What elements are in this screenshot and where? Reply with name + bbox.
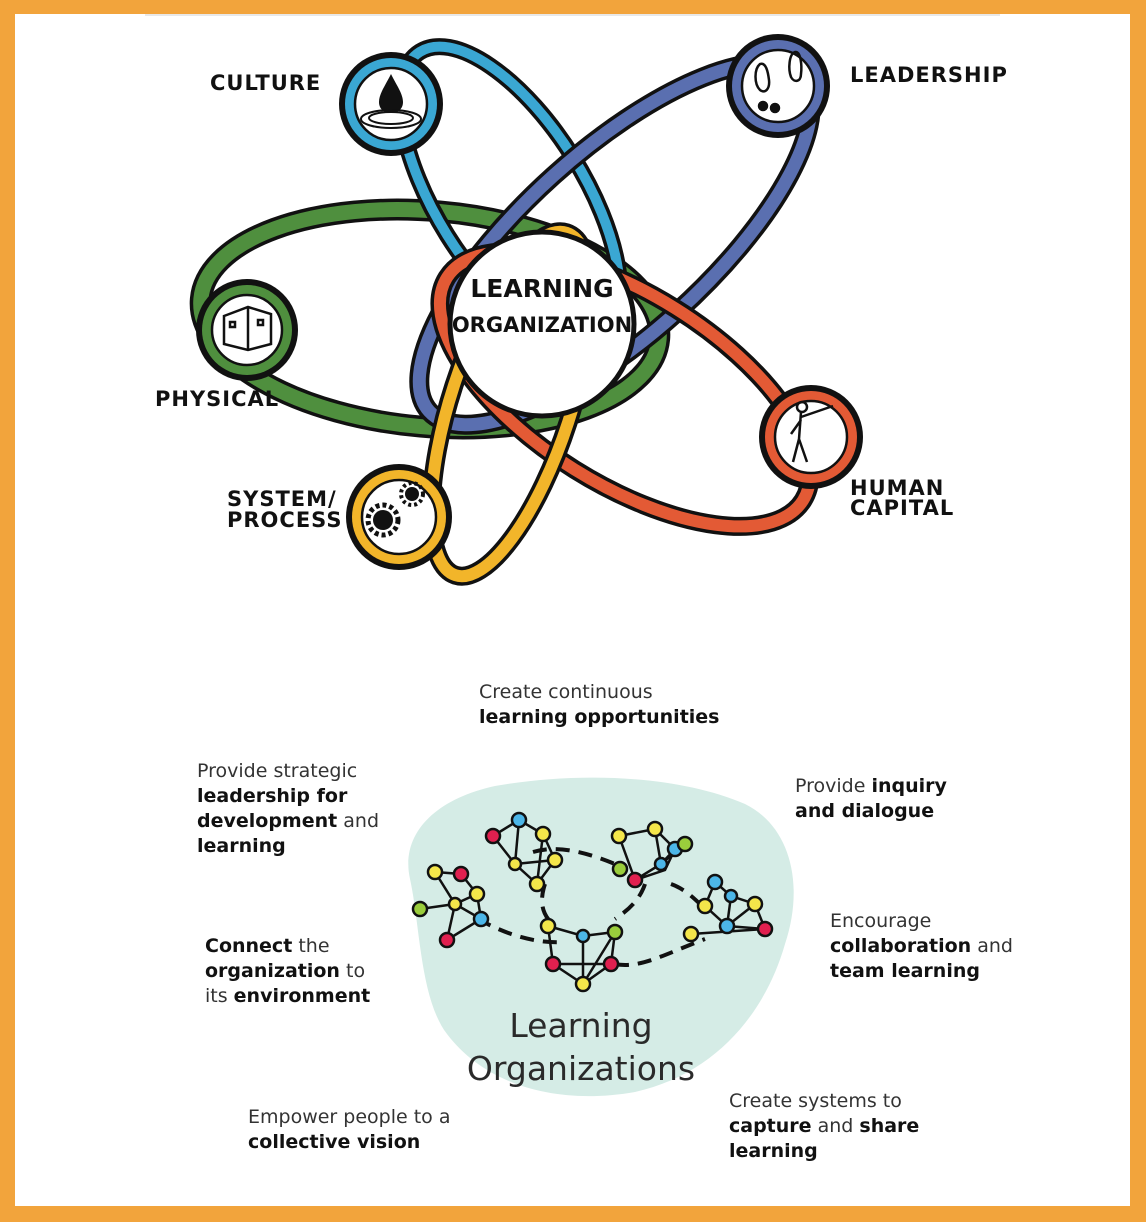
caption-inquiry-dialogue: Provide inquiry and dialogue: [795, 774, 947, 824]
caption-text: organization: [205, 960, 340, 982]
caption-text: collective vision: [248, 1131, 421, 1153]
center-title-line1: LEARNING: [470, 274, 613, 303]
node-system-process: SYSTEM/ PROCESS: [227, 464, 452, 570]
learning-organizations-blob: [408, 777, 794, 1097]
label-leadership-line1: LEADERSHIP: [850, 63, 1008, 87]
caption-text: environment: [233, 985, 371, 1007]
label-culture-line1: CULTURE: [210, 71, 321, 95]
network-cluster: [539, 917, 624, 993]
network-cluster: [682, 873, 774, 943]
footprints-icon: [754, 50, 803, 114]
caption-connect-environment: Connect the organization to its environmen…: [205, 934, 370, 1009]
caption-text: collaboration: [830, 935, 972, 957]
label-human-capital-line2: CAPITAL: [850, 496, 954, 520]
node-culture: CULTURE: [210, 52, 443, 156]
label-human-capital-line1: HUMAN: [850, 476, 944, 500]
caption-strategic-leadership: Provide strategic leadership for developme…: [197, 759, 379, 859]
caption-text: to: [339, 960, 366, 982]
caption-collaboration: Encourage collaboration and team learning: [830, 909, 1013, 984]
caption-collective-vision: Empower people to a collective vision: [248, 1105, 450, 1155]
caption-text: Empower people to a: [248, 1106, 451, 1128]
caption-text: Create systems to: [729, 1090, 902, 1112]
caption-text: and dialogue: [795, 800, 935, 822]
caption-text: and: [811, 1115, 860, 1137]
caption-text: share: [859, 1115, 920, 1137]
building-icon: [222, 305, 273, 352]
node-human-capital: HUMAN CAPITAL: [759, 385, 954, 520]
caption-text: and: [971, 935, 1013, 957]
water-drop-icon: [360, 74, 422, 129]
network-cluster: [610, 820, 694, 889]
blob-title-line2: Organizations: [467, 1049, 695, 1088]
blob-title-line1: Learning: [509, 1006, 652, 1045]
caption-text: team learning: [830, 960, 980, 982]
caption-text: inquiry: [871, 775, 947, 797]
caption-text: learning: [729, 1140, 818, 1162]
gears-icon: [365, 481, 425, 538]
network-cluster: [411, 863, 490, 949]
learning-organization-diagram: LEARNING ORGANIZATION CULTURE: [155, 34, 1008, 1097]
caption-text: Provide strategic: [197, 760, 358, 782]
caption-continuous-learning: Create continuous learning opportunities: [479, 680, 720, 730]
caption-text: Create continuous: [479, 681, 653, 703]
caption-capture-share: Create systems to capture and share learni…: [729, 1089, 919, 1164]
label-physical-line1: PHYSICAL: [155, 387, 279, 411]
node-leadership: LEADERSHIP: [726, 34, 1008, 138]
center-title-line2: ORGANIZATION: [452, 313, 632, 337]
caption-text: Connect: [205, 935, 293, 957]
diagram-canvas: LEARNING ORGANIZATION CULTURE: [15, 14, 1130, 1206]
center-node: LEARNING ORGANIZATION: [447, 229, 637, 419]
divider: [145, 14, 1000, 16]
person-pointing-icon: [789, 400, 834, 463]
caption-text: capture: [729, 1115, 812, 1137]
network-cluster: [484, 811, 564, 893]
caption-text: leadership for: [197, 785, 348, 807]
network-clusters: [411, 811, 774, 993]
label-system-process-line2: PROCESS: [227, 508, 342, 532]
caption-text: Provide: [795, 775, 872, 797]
caption-text: the: [292, 935, 330, 957]
label-system-process-line1: SYSTEM/: [227, 487, 337, 511]
node-physical: PHYSICAL: [155, 279, 298, 411]
caption-text: Encourage: [830, 910, 932, 932]
caption-text: and: [337, 810, 380, 832]
caption-text: its: [205, 985, 234, 1007]
caption-text: learning opportunities: [479, 706, 720, 728]
caption-text: learning: [197, 835, 286, 857]
caption-text: development: [197, 810, 338, 832]
